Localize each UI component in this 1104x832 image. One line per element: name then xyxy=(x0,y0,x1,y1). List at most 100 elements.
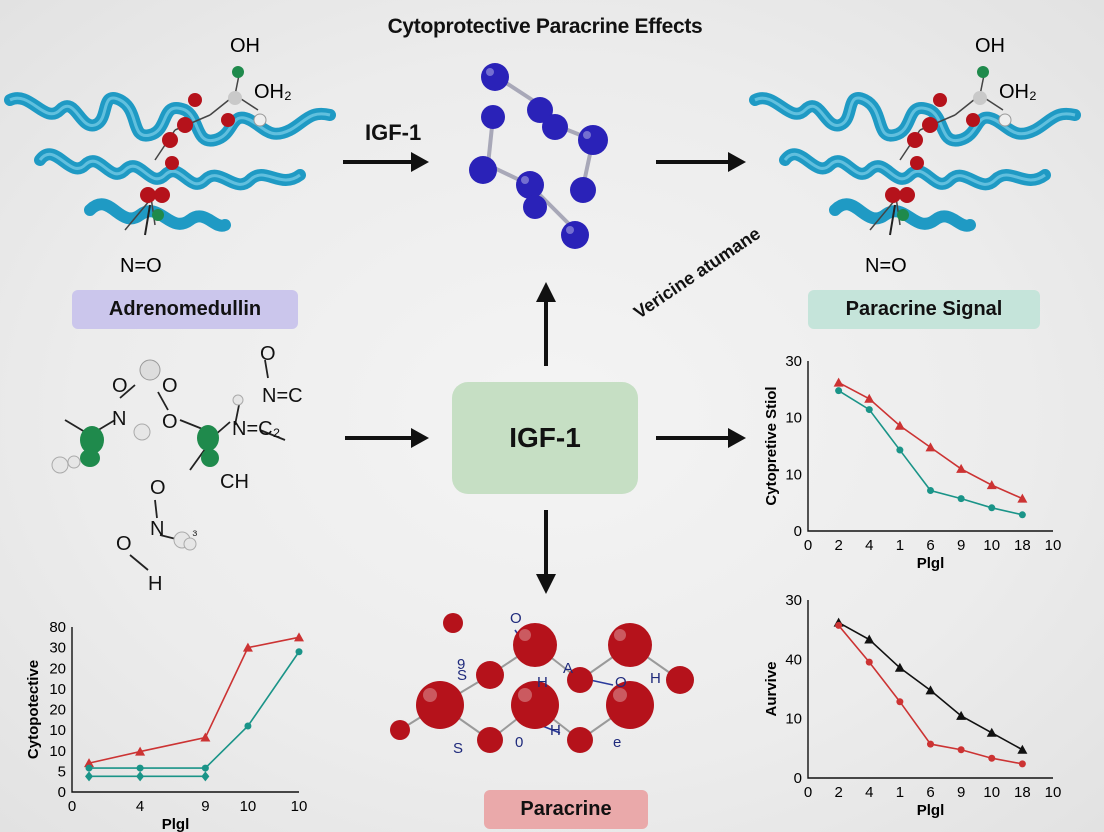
atom-h1: H xyxy=(537,674,548,691)
paracrine-molecule-red: O A H H H O S S 0 e 9 xyxy=(390,610,694,757)
atom-h3: H xyxy=(550,722,561,739)
y-tick-label: 30 xyxy=(49,640,66,657)
paracrine-signal-label: Paracrine Signal xyxy=(808,290,1040,329)
data-point-s1-5 xyxy=(988,754,996,762)
y-tick-label: 10 xyxy=(785,410,802,427)
chart-axes xyxy=(807,361,1053,532)
x-tick-label: 1 xyxy=(896,784,904,801)
data-point-s2-0 xyxy=(85,771,94,782)
atom-o4: O xyxy=(150,477,166,499)
atom-o5: O xyxy=(116,533,132,555)
y-tick-label: 10 xyxy=(49,743,66,760)
x-axis-label: Plgl xyxy=(917,802,945,819)
arrow-center-to-chart xyxy=(656,428,746,448)
data-point-s0-1 xyxy=(864,393,875,403)
data-point-s0-6 xyxy=(1017,744,1028,754)
atom-n2: N xyxy=(150,518,164,540)
x-tick-label: 0 xyxy=(804,537,812,554)
y-tick-label: 80 xyxy=(49,619,66,636)
data-point-s1-2 xyxy=(896,698,904,706)
series-line-1 xyxy=(89,651,300,769)
x-tick-label: 10 xyxy=(983,537,1000,554)
data-point-s1-3 xyxy=(244,722,252,730)
oh-label: OH xyxy=(230,35,260,57)
x-tick-label: 10 xyxy=(1045,537,1062,554)
x-tick-label: 6 xyxy=(926,784,934,801)
arrow-center-down xyxy=(536,510,556,594)
y-axis-label: Cytopotective xyxy=(25,660,42,759)
data-point-s1-0 xyxy=(85,764,93,772)
oh-label: OH xyxy=(975,35,1005,57)
atom-o: O xyxy=(510,610,522,627)
chemical-structure-left: O O N O O N=C N=C₂ CH O N ₃ O H xyxy=(51,343,303,595)
x-tick-label: 9 xyxy=(957,537,965,554)
arrow-left-to-center xyxy=(345,428,429,448)
atom-n1: N xyxy=(112,408,126,430)
y-tick-label: 0 xyxy=(794,770,802,787)
arrow-blue-to-right xyxy=(656,152,746,172)
data-point-s1-2 xyxy=(201,764,209,772)
data-point-s1-2 xyxy=(896,446,904,454)
y-axis-label: Aurvive xyxy=(763,661,780,716)
y-tick-label: 30 xyxy=(785,353,802,370)
y-tick-label: 0 xyxy=(58,784,66,801)
data-point-s1-4 xyxy=(957,746,965,754)
igf1-molecule-blue xyxy=(469,63,608,249)
atom-a: A xyxy=(563,660,573,677)
atom-h2: H xyxy=(650,670,661,687)
data-point-s1-3 xyxy=(927,487,934,495)
no-label: N=O xyxy=(865,255,907,277)
x-tick-label: 9 xyxy=(201,798,209,815)
adrenomedullin-label: Adrenomedullin xyxy=(72,290,298,329)
x-axis-label: Plgl xyxy=(162,816,190,832)
data-point-s0-5 xyxy=(986,480,997,490)
atom-h: H xyxy=(148,573,162,595)
x-tick-label: 0 xyxy=(804,784,812,801)
x-axis-label: Plgl xyxy=(917,555,945,572)
y-tick-label: 5 xyxy=(58,763,66,780)
x-tick-label: 10 xyxy=(1045,784,1062,801)
arrow-center-up xyxy=(536,282,556,366)
arrow-left-to-igf xyxy=(343,152,429,172)
atom-n0: 0 xyxy=(515,734,523,751)
atom-nc2: N=C₂ xyxy=(232,418,280,440)
y-tick-label: 30 xyxy=(785,592,802,609)
data-point-s1-0 xyxy=(835,621,843,629)
data-point-s0-6 xyxy=(1017,493,1028,503)
atom-nc: N=C xyxy=(262,385,303,407)
paracrine-label: Paracrine xyxy=(484,790,648,829)
x-tick-label: 4 xyxy=(865,537,873,554)
x-tick-label: 2 xyxy=(834,784,842,801)
data-point-s1-4 xyxy=(295,648,303,656)
arrow-label-igf1: IGF-1 xyxy=(365,120,422,145)
data-point-s1-3 xyxy=(927,740,934,748)
atom-n3: ₃ xyxy=(192,522,198,538)
x-tick-label: 6 xyxy=(926,537,934,554)
x-tick-label: 10 xyxy=(291,798,308,815)
no-label: N=O xyxy=(120,255,162,277)
x-tick-label: 4 xyxy=(865,784,873,801)
y-axis-label: Cytopretive Stiol xyxy=(763,386,780,505)
protein-structure-right: OH OH₂ N=O xyxy=(749,35,1081,277)
data-point-s0-3 xyxy=(242,642,253,652)
x-tick-label: 2 xyxy=(834,537,842,554)
atom-s1: S xyxy=(453,740,463,757)
data-point-s1-5 xyxy=(988,504,996,512)
x-tick-label: 9 xyxy=(957,784,965,801)
x-tick-label: 18 xyxy=(1014,784,1031,801)
x-tick-label: 0 xyxy=(68,798,76,815)
data-point-s0-2 xyxy=(894,662,905,672)
figure-title: Cytoprotective Paracrine Effects xyxy=(387,15,703,38)
y-tick-label: 10 xyxy=(49,722,66,739)
data-point-s0-4 xyxy=(956,710,967,720)
igf1-center-box: IGF-1 xyxy=(452,382,638,494)
atom-o-top: O xyxy=(260,343,276,365)
x-tick-label: 18 xyxy=(1014,537,1031,554)
data-point-s0-2 xyxy=(200,732,211,742)
data-point-s0-0 xyxy=(84,758,95,768)
x-tick-label: 10 xyxy=(240,798,257,815)
oh2-label: OH₂ xyxy=(999,81,1037,103)
